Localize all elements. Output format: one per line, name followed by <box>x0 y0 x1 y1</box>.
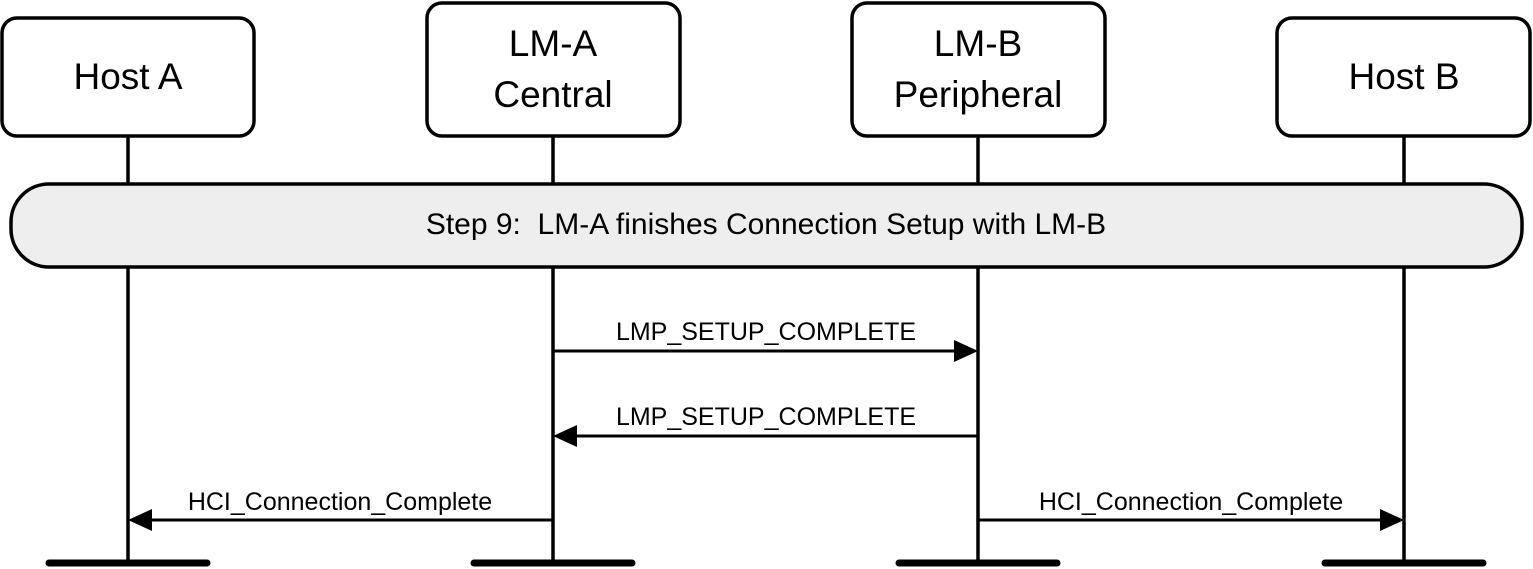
step-band: Step 9: LM-A finishes Connection Setup w… <box>9 182 1524 269</box>
message-hci-connection-complete-to-host-b: HCI_Connection_Complete <box>978 488 1404 531</box>
message-label: HCI_Connection_Complete <box>188 488 492 516</box>
participant-lm-b-label-line2: Peripheral <box>894 74 1063 115</box>
participant-lm-a-label-line2: Central <box>493 74 612 115</box>
participant-lm-a-label-line1: LM-A <box>509 23 598 64</box>
arrow-left-icon <box>128 509 152 531</box>
participant-host-a: Host A <box>0 16 256 138</box>
message-lmp-setup-complete-b-to-a: LMP_SETUP_COMPLETE <box>553 403 978 447</box>
message-label: LMP_SETUP_COMPLETE <box>616 403 916 431</box>
arrow-right-icon <box>954 340 978 362</box>
participant-host-b: Host B <box>1275 16 1532 138</box>
message-lmp-setup-complete-a-to-b: LMP_SETUP_COMPLETE <box>553 318 978 362</box>
participant-lm-b-label-line1: LM-B <box>934 23 1022 64</box>
participant-host-b-label: Host B <box>1348 56 1459 97</box>
arrow-left-icon <box>553 425 577 447</box>
message-label: HCI_Connection_Complete <box>1039 488 1343 516</box>
participant-host-a-label: Host A <box>74 56 183 97</box>
message-hci-connection-complete-to-host-a: HCI_Connection_Complete <box>128 488 553 531</box>
step-label: Step 9: LM-A finishes Connection Setup w… <box>426 208 1106 241</box>
participant-lm-a: LM-A Central <box>425 1 682 138</box>
message-label: LMP_SETUP_COMPLETE <box>616 318 916 346</box>
arrow-right-icon <box>1380 509 1404 531</box>
participant-lm-b: LM-B Peripheral <box>850 1 1107 138</box>
